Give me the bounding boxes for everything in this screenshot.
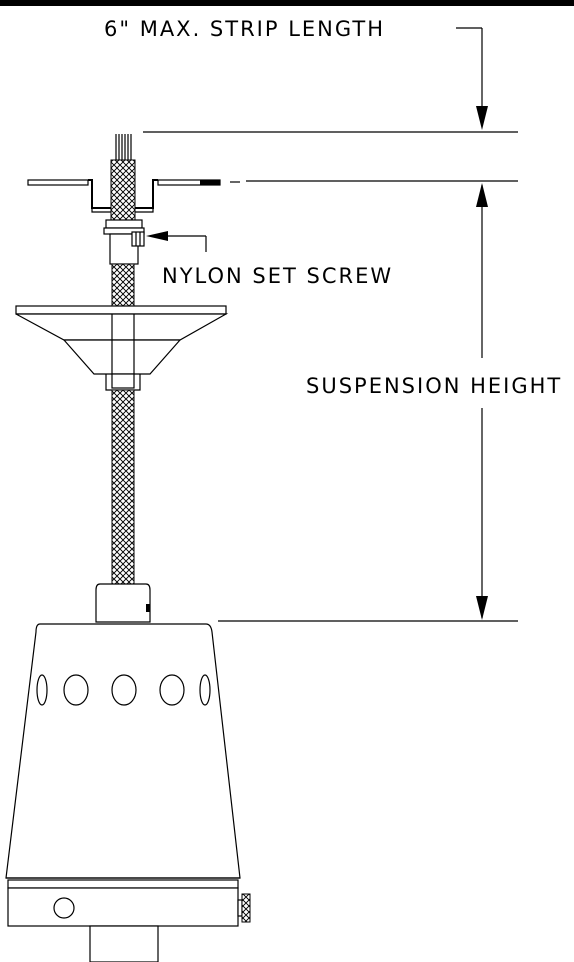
- set-screw-label: NYLON SET SCREW: [162, 264, 393, 288]
- suspension-height-label: SUSPENSION HEIGHT: [306, 374, 562, 398]
- set-screw-leader: [146, 231, 207, 252]
- fixture-housing: [5, 583, 241, 879]
- strip-length-label: 6" MAX. STRIP LENGTH: [104, 17, 385, 41]
- upper-braided-cord: [110, 159, 136, 223]
- strip-length-leader: [456, 27, 488, 130]
- stripped-wires: [115, 134, 132, 162]
- suspension-height-dimension: [476, 183, 488, 620]
- mid-braided-cord: [111, 263, 135, 307]
- side-thumb-screw: [237, 893, 251, 923]
- vent-holes: [36, 674, 211, 706]
- vent-hole: [36, 674, 48, 706]
- suspension-braided-cord: [111, 389, 135, 586]
- vent-hole: [159, 674, 185, 706]
- bottom-ring-hole: [53, 897, 75, 919]
- bottom-ring: [7, 879, 251, 927]
- vent-hole: [111, 674, 137, 706]
- vent-hole: [63, 674, 89, 706]
- vent-hole: [199, 674, 211, 706]
- cord-grip-fitting: [103, 219, 145, 265]
- top-border-bar: [0, 0, 574, 6]
- lamp-base: [89, 925, 159, 962]
- canopy-fitting: [105, 373, 141, 391]
- canopy: [15, 305, 229, 375]
